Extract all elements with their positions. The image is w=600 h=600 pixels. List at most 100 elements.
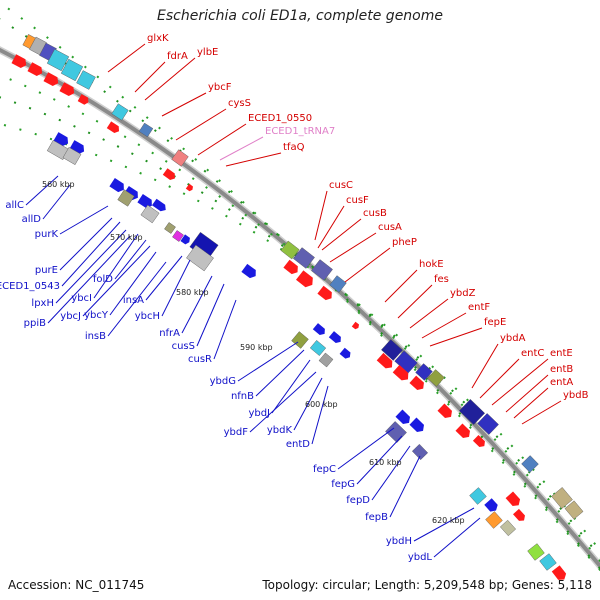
reverse-gene-leader [337, 427, 395, 470]
forward-gene-leader [219, 136, 264, 161]
reverse-gene-label[interactable]: cusR [188, 354, 212, 365]
forward-gene-leader [134, 61, 166, 93]
forward-gene-label[interactable]: ybcF [208, 82, 232, 93]
reverse-gene-label[interactable]: fepD [346, 495, 370, 506]
guide-dots [3, 124, 600, 553]
forward-gene-label[interactable]: ylbE [197, 47, 218, 58]
reverse-gene-label[interactable]: ECED1_0543 [0, 281, 60, 292]
reverse-gene-label[interactable]: folD [93, 274, 113, 285]
reverse-gene-leader [181, 275, 213, 334]
forward-gene-label[interactable]: fes [434, 274, 449, 285]
gene-feature-box [138, 122, 154, 138]
forward-gene-label[interactable]: pheP [392, 237, 417, 248]
gene-feature-arrow [455, 423, 470, 439]
reverse-gene-label[interactable]: ybdG [210, 376, 236, 387]
reverse-gene-label[interactable]: purE [35, 265, 58, 276]
reverse-gene-label[interactable]: entD [286, 439, 310, 450]
kbp-tick-label: 560 kbp [42, 180, 75, 189]
forward-gene-label[interactable]: tfaQ [283, 142, 305, 153]
gene-feature-box [111, 103, 129, 121]
forward-gene-label[interactable]: entE [550, 348, 573, 359]
gene-feature-arrow [484, 498, 498, 512]
gene-feature-box [311, 259, 333, 281]
reverse-gene-label[interactable]: allC [5, 200, 24, 211]
reverse-gene-label[interactable]: ybdJ [248, 408, 270, 419]
forward-gene-label[interactable]: ybdB [563, 390, 589, 401]
reverse-gene-label[interactable]: fepC [313, 464, 336, 475]
gene-feature-box [62, 147, 82, 165]
forward-gene-label[interactable]: ECED1_tRNA7 [265, 126, 335, 137]
genome-summary-text: Topology: circular; Length: 5,209,548 bp… [262, 578, 592, 592]
gene-feature-arrow [241, 263, 256, 279]
forward-gene-leader [479, 358, 520, 399]
gene-feature-arrow [409, 375, 424, 391]
reverse-gene-label[interactable]: allD [22, 214, 42, 225]
forward-gene-label[interactable]: cysS [228, 98, 251, 109]
gene-feature-arrow [283, 259, 298, 275]
forward-gene-label[interactable]: cusF [346, 195, 369, 206]
reverse-gene-label[interactable]: ybcH [135, 311, 160, 322]
reverse-gene-label[interactable]: insA [123, 295, 144, 306]
forward-gene-label[interactable]: entC [521, 348, 544, 359]
forward-gene-label[interactable]: hokE [419, 259, 444, 270]
gene-feature-arrow [328, 331, 341, 343]
reverse-gene-label[interactable]: ybcI [71, 293, 92, 304]
gene-feature-box [117, 189, 135, 207]
gene-feature-arrow [11, 54, 27, 69]
reverse-gene-label[interactable]: lpxH [31, 298, 54, 309]
reverse-gene-label[interactable]: purK [35, 229, 59, 240]
forward-gene-label[interactable]: entF [468, 302, 490, 313]
forward-gene-label[interactable]: cusB [363, 208, 387, 219]
forward-gene-label[interactable]: entB [550, 364, 573, 375]
gene-feature-arrow [392, 364, 409, 381]
forward-gene-label[interactable]: entA [550, 377, 573, 388]
forward-gene-label[interactable]: cusC [329, 180, 353, 191]
reverse-gene-leader [55, 229, 127, 304]
reverse-gene-label[interactable]: fepB [365, 512, 388, 523]
reverse-gene-label[interactable]: ybcY [84, 310, 109, 321]
reverse-gene-label[interactable]: fepG [331, 479, 355, 490]
gene-feature-box [293, 247, 315, 269]
reverse-gene-label[interactable]: nfnB [231, 391, 254, 402]
gene-feature-arrow [513, 508, 525, 521]
kbp-tick-label: 600 kbp [305, 400, 338, 409]
kbp-tick-label: 620 kbp [432, 516, 465, 525]
reverse-gene-label[interactable]: ybdF [224, 427, 249, 438]
reverse-gene-label[interactable]: nfrA [159, 328, 180, 339]
gene-feature-box [485, 511, 503, 529]
gene-feature-box [521, 455, 539, 473]
gene-feature-box [411, 443, 429, 461]
gene-feature-box [427, 369, 445, 387]
forward-gene-label[interactable]: ybdZ [450, 288, 476, 299]
reverse-gene-label[interactable]: ybcJ [60, 311, 81, 322]
forward-gene-leader [421, 312, 467, 339]
forward-gene-leader [144, 57, 196, 101]
forward-gene-leader [225, 152, 282, 167]
gene-feature-box [477, 413, 499, 435]
gene-feature-box [291, 331, 309, 349]
forward-gene-label[interactable]: cusA [378, 222, 402, 233]
forward-gene-leader [409, 298, 449, 329]
reverse-gene-leader [161, 259, 191, 317]
gene-feature-box [164, 222, 176, 234]
reverse-gene-label[interactable]: ppiB [24, 318, 46, 329]
gene-feature-box [381, 339, 403, 361]
reverse-gene-label[interactable]: cusS [172, 341, 195, 352]
reverse-gene-label[interactable]: ybdL [408, 552, 433, 563]
reverse-gene-leader [61, 221, 121, 287]
reverse-gene-label[interactable]: ybdK [267, 425, 293, 436]
gene-feature-arrow [409, 417, 424, 433]
forward-gene-label[interactable]: fepE [484, 317, 506, 328]
forward-gene-label[interactable]: ECED1_0550 [248, 113, 312, 124]
reverse-gene-label[interactable]: ybdH [386, 536, 412, 547]
gene-feature-arrow [27, 62, 43, 77]
gene-feature-box [469, 487, 487, 505]
forward-gene-label[interactable]: glxK [147, 33, 169, 44]
forward-gene-label[interactable]: ybdA [500, 333, 526, 344]
forward-gene-leader [197, 123, 247, 156]
reverse-gene-label[interactable]: insB [85, 331, 106, 342]
forward-gene-label[interactable]: fdrA [167, 51, 188, 62]
reverse-gene-leader [59, 217, 113, 271]
